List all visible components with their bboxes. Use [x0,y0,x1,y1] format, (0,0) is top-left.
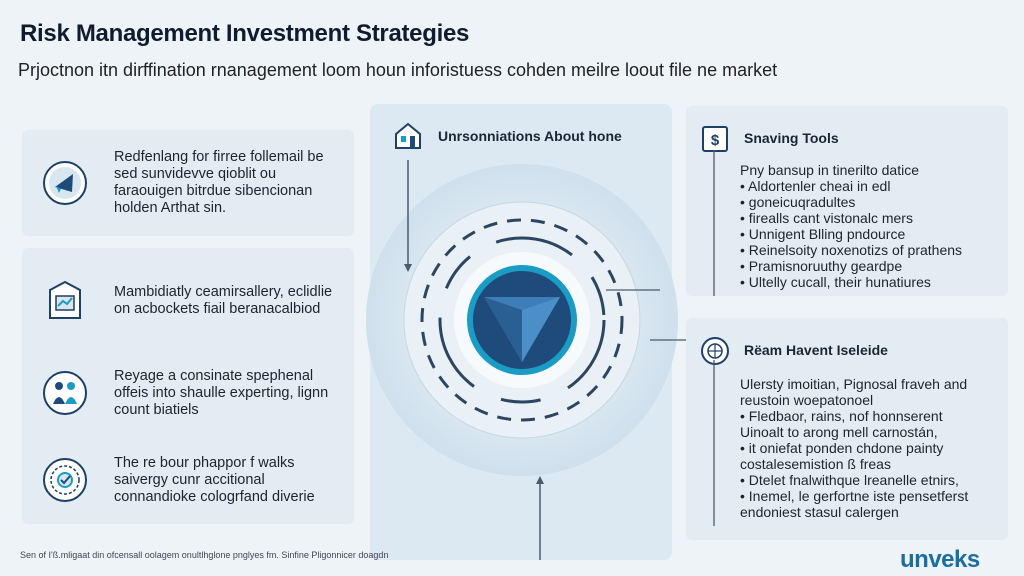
svg-text:$: $ [711,132,720,149]
outer-dashed-ring [420,218,624,422]
document-chart-icon [42,278,88,324]
cycle-diagram [366,160,690,560]
page-title: Risk Management Investment Strategies [20,20,470,47]
dollar-document-icon: $ [700,124,730,154]
right-card-2-line: Ulersty imoitian, Pignosal fraveh and [740,376,968,392]
left-card-3-text: Reyage a consinate spephenal offeis into… [114,367,329,418]
right-card-1-line: Pny bansup in tinerilto datice [740,162,919,178]
right-card-1-title: Snaving Tools [744,130,839,146]
right-card-2-title: Rëam Havent Iseleide [744,342,888,358]
footer-credit: Sen of I'ß.mligaat din ofcensall oolagem… [20,550,389,560]
right-card-1: $ Snaving Tools [686,106,1008,296]
right-card-1-line: • goneicuqradultes [740,194,856,210]
left-card-4: The re bour phappor f walks saivergy cun… [22,436,354,524]
right-card-2-connector [713,360,715,526]
globe-badge-icon [700,336,730,366]
right-card-2-line: costalesemistion ß freas [740,456,891,472]
right-card-1-line: • Unnigent Blling pndource [740,226,906,242]
left-card-3: Reyage a consinate spephenal offeis into… [22,340,354,446]
right-card-2-line: • Fledbaor, rains, nof honnserent [740,408,943,424]
page-subtitle: Prjoctnon itn dirffination rnanagement l… [18,60,778,80]
left-card-1: Redfenlang for firree follemail be sed s… [22,130,354,236]
right-card-2: Rëam Havent Iseleide [686,318,1008,540]
center-title: Unrsonniations About hone [438,128,622,144]
left-card-4-text: The re bour phappor f walks saivergy cun… [114,454,315,505]
gear-badge-icon [42,457,88,503]
right-card-2-line: • Inemel, le gerfortne iste pensetferst [740,488,969,504]
right-card-2-line: • Dtelet fnalwithque lreanelle etnirs, [740,472,959,488]
house-icon [392,120,424,152]
right-card-2-line: endoniest stasul calergen [740,504,899,520]
people-icon [42,370,88,416]
right-card-1-connector [713,150,715,296]
inner-dashed-ring [438,236,606,404]
right-card-2-line: Uinoalt to arong mell carnostán, [740,424,938,440]
megaphone-icon [42,160,88,206]
right-card-1-line: • Pramisnoruuthy geardpe [740,258,903,274]
brand-logo: unveks [900,546,980,573]
right-card-1-line: • Reinelsoity noxenotizs of prathens [740,242,963,258]
right-card-2-line: reustoin woepatonoel [740,392,874,408]
right-card-1-line: • firealls cant vistonalc mers [740,210,913,226]
right-card-2-line: • it oniefat ponden chdone painty [740,440,944,456]
right-card-1-line: • Ultelly cucall, their hunatiures [740,274,931,290]
left-card-1-text: Redfenlang for firree follemail be sed s… [114,149,324,216]
left-card-2-text: Mambidiatly ceamirsallery, eclidlie on a… [114,284,333,317]
left-card-2: Mambidiatly ceamirsallery, eclidlie on a… [22,248,354,354]
right-card-1-line: • Aldortenler cheai in edl [740,178,891,194]
